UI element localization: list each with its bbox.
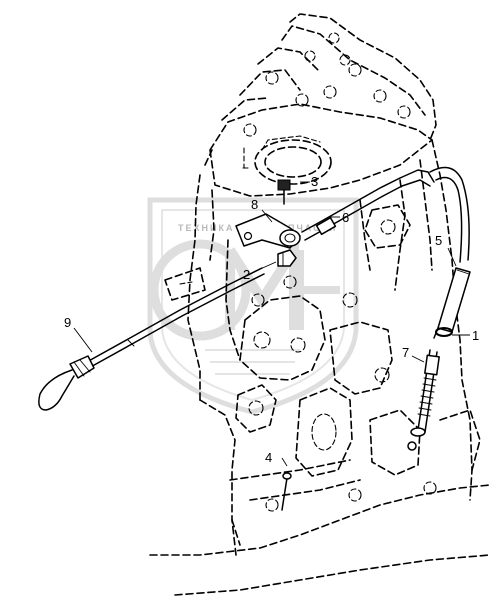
part-8-bracket — [235, 213, 301, 249]
part-6-breather-tube — [301, 169, 435, 241]
callout-4: 4 — [265, 450, 272, 465]
part-4-stud — [281, 472, 292, 511]
part-1-clamp — [433, 327, 453, 339]
leader-lines — [73, 181, 470, 467]
callout-8: 8 — [251, 197, 258, 212]
callout-6: 6 — [342, 210, 349, 225]
callout-5: 5 — [435, 233, 442, 248]
callout-3: 3 — [311, 174, 318, 189]
watermark-text-left: ТЕХНИКА — [178, 223, 234, 233]
engine-block-outline — [149, 13, 491, 596]
callout-2: 2 — [243, 267, 250, 282]
part-7-valve-assembly — [407, 349, 440, 451]
callout-9: 9 — [64, 315, 71, 330]
callout-7: 7 — [402, 345, 409, 360]
callout-1: 1 — [472, 328, 479, 343]
watermark-logo — [147, 197, 359, 415]
part-3-bolt — [277, 179, 291, 205]
watermark-text-right: ЗАПЧАСТИ — [272, 223, 337, 233]
part-2-nut — [277, 249, 297, 267]
part-9-dipstick — [38, 267, 265, 411]
